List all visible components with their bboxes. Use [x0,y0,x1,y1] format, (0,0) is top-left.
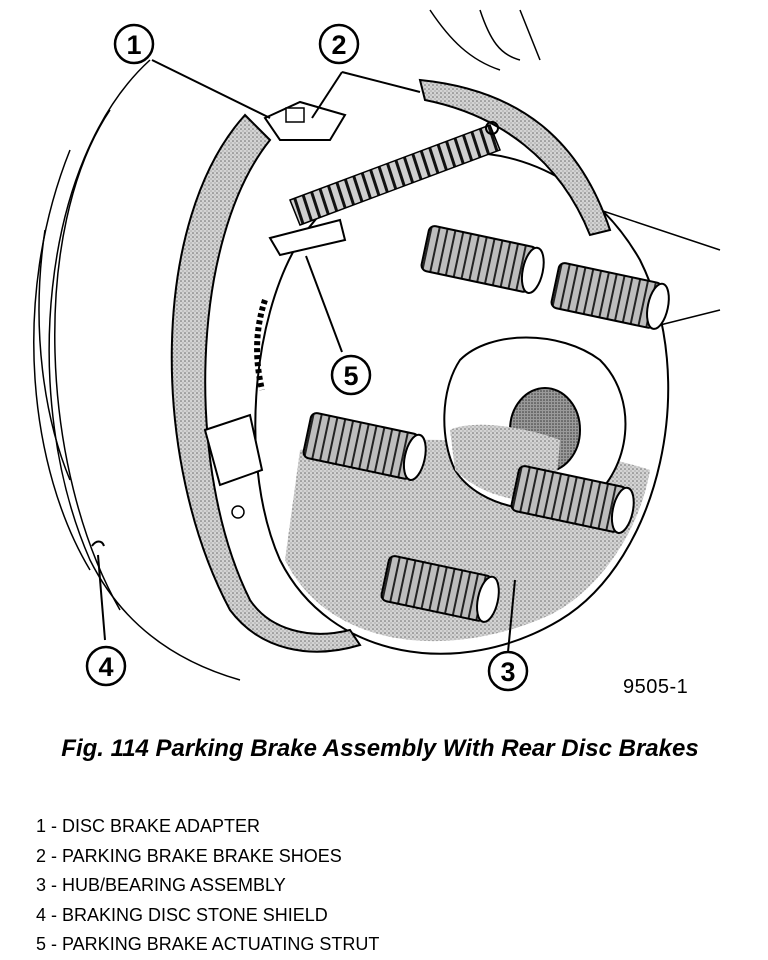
parking-brake-shoes [170,78,612,653]
callout-4-label: 4 [98,652,113,682]
return-spring [289,121,501,226]
callout-5-label: 5 [343,361,358,391]
wheel-studs [302,225,670,623]
brake-assembly-illustration: 1 2 3 4 5 [33,9,721,692]
callout-3-label: 3 [500,657,515,687]
legend-list: 1 - DISC BRAKE ADAPTER 2 - PARKING BRAKE… [36,812,379,960]
legend-item-1: 1 - DISC BRAKE ADAPTER [36,816,261,836]
callout-5: 5 [330,354,372,396]
legend-item-3: 3 - HUB/BEARING ASSEMBLY [36,875,286,895]
legend-item-4: 4 - BRAKING DISC STONE SHIELD [36,904,328,925]
callout-1-label: 1 [126,30,141,60]
legend-item-5: 5 - PARKING BRAKE ACTUATING STRUT [36,934,380,954]
actuating-strut [268,218,347,257]
disc-brake-adapter [203,100,347,519]
figure-caption: Fig. 114 Parking Brake Assembly With Rea… [61,735,699,762]
leader-lines [91,59,516,653]
callout-2-label: 2 [331,30,346,60]
tone-ring [254,299,268,391]
callout-1: 1 [113,23,155,65]
callout-3: 3 [487,650,529,692]
figure-id-label: 9505-1 [623,676,689,698]
callout-2: 2 [318,23,360,65]
callout-4: 4 [85,645,127,687]
legend-item-2: 2 - PARKING BRAKE BRAKE SHOES [36,845,342,866]
stone-shield [33,59,241,681]
